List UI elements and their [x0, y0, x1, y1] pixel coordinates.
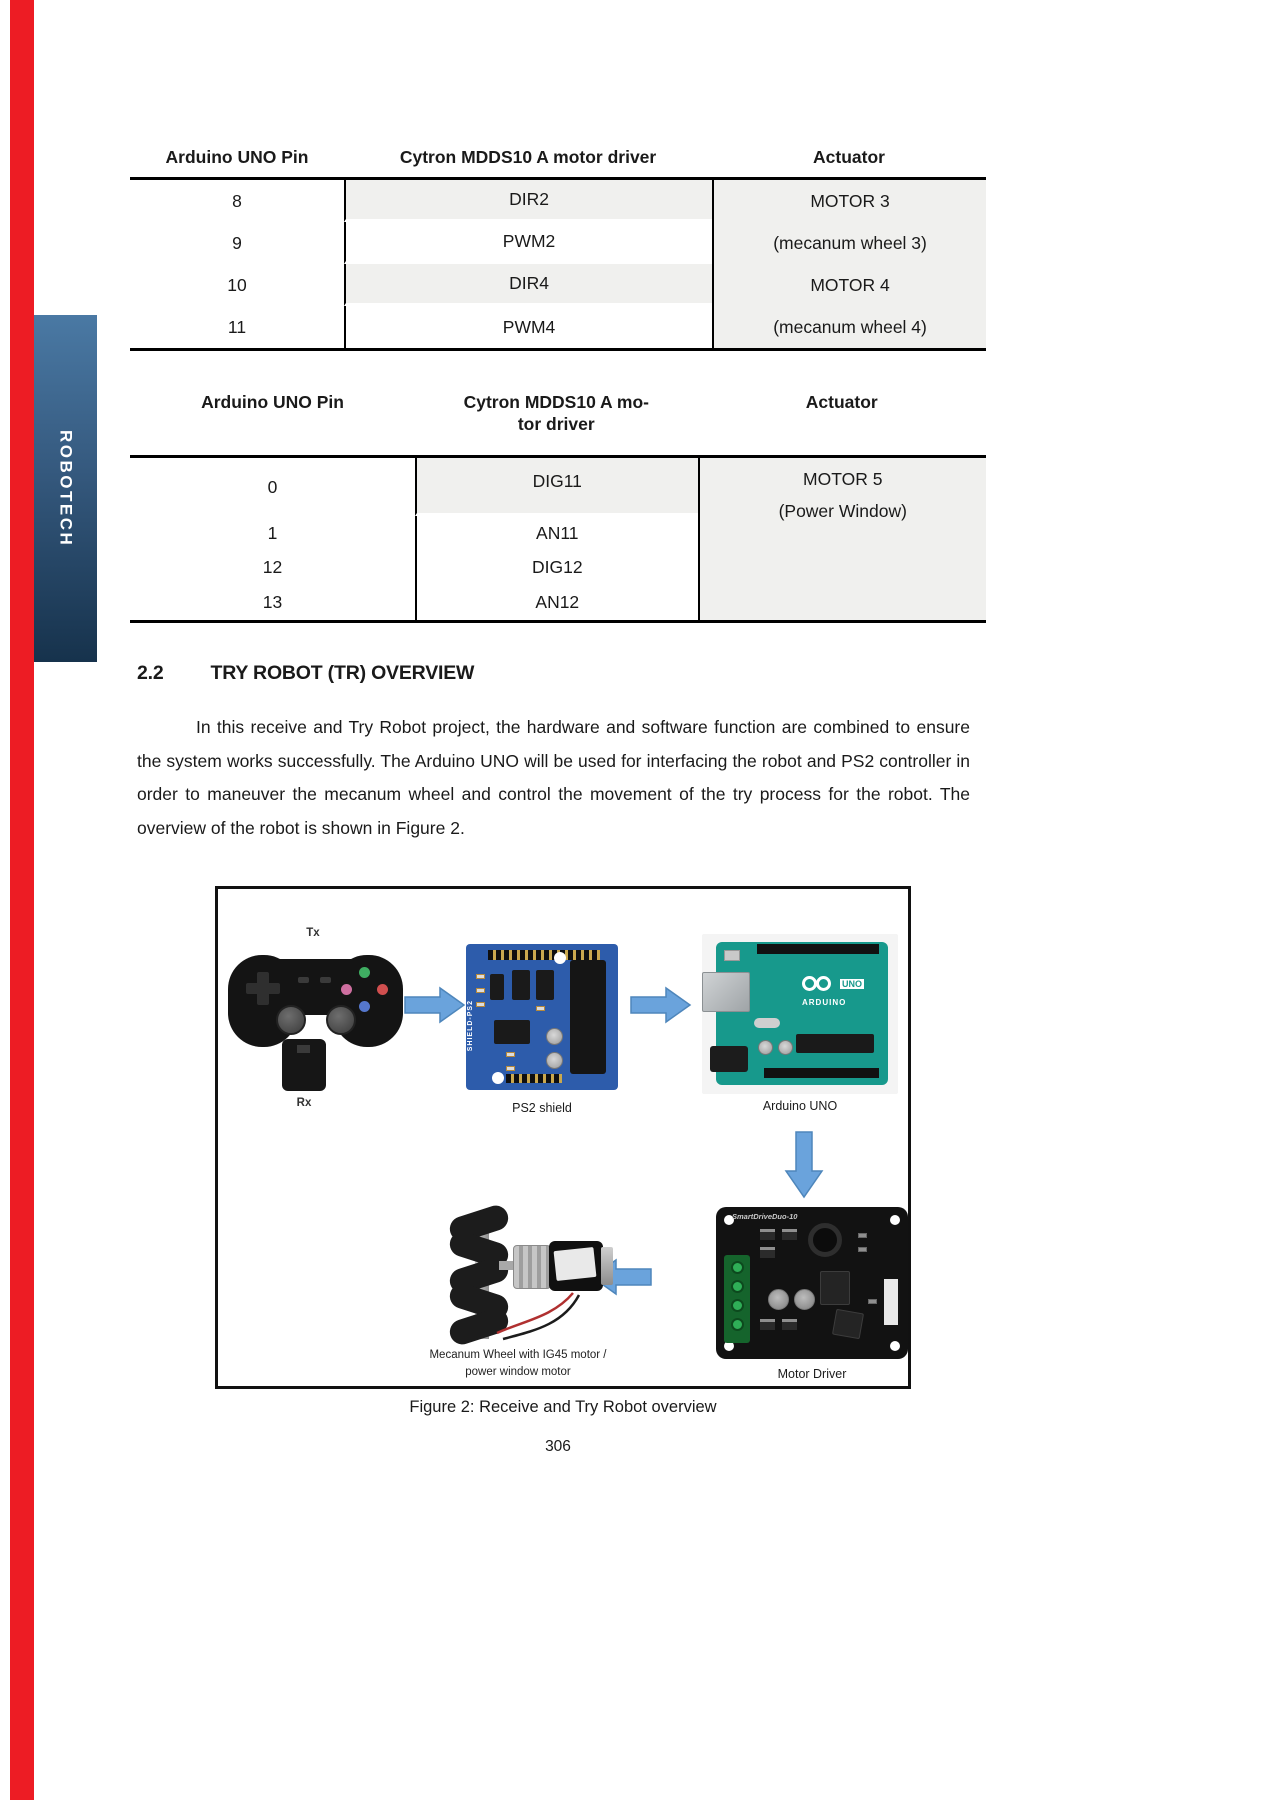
table1-pin-cell: 10 — [130, 264, 344, 306]
shield-connector — [570, 960, 606, 1074]
table2-pin-cell: 12 — [130, 550, 416, 584]
table1-header-pin: Arduino UNO Pin — [165, 147, 309, 167]
arduino-logo-uno-text: UNO — [840, 979, 864, 989]
right-analog-stick — [326, 1005, 356, 1035]
square-button-icon — [341, 984, 352, 995]
arduino-uno-image: UNO ARDUINO — [702, 934, 898, 1094]
ps2-shield-label: PS2 shield — [512, 1101, 572, 1115]
section-heading: 2.2 TRY ROBOT (TR) OVERVIEW — [137, 662, 474, 685]
table2-header-actuator: Actuator — [805, 392, 878, 412]
figure-caption: Figure 2: Receive and Try Robot overview — [409, 1398, 717, 1416]
motor-gearbox — [513, 1245, 551, 1289]
arrow-down-icon — [784, 1131, 824, 1199]
table1-driver-cell: DIR2 — [344, 180, 713, 222]
driver-inductor — [808, 1223, 842, 1257]
left-analog-stick — [276, 1005, 306, 1035]
table2-driver-cell: AN11 — [415, 516, 698, 550]
table1-driver-cell: PWM2 — [344, 222, 713, 264]
arduino-header-pins — [757, 944, 879, 954]
motor-driver-image: SmartDriveDuo-10 — [716, 1207, 908, 1359]
shield-side-text: SHIELD-PS2 — [467, 1000, 474, 1052]
robotech-side-tab: ROBOTECH — [34, 315, 97, 662]
table1-actuator-cell: MOTOR 3 (mecanum wheel 3) MOTOR 4 (mecan… — [712, 180, 986, 348]
arrow-right-icon — [630, 986, 692, 1024]
page-number: 306 — [545, 1438, 571, 1455]
ps2-shield-image: SHIELD-PS2 — [466, 944, 618, 1090]
pin-mapping-table-1: Arduino UNO Pin Cytron MDDS10 A motor dr… — [130, 137, 986, 351]
circle-button-icon — [377, 984, 388, 995]
section-title: TRY ROBOT (TR) OVERVIEW — [210, 662, 475, 684]
table2-driver-cell: DIG11 — [415, 458, 698, 516]
motor-driver-label: Motor Driver — [777, 1367, 847, 1381]
table2-header-pin: Arduino UNO Pin — [201, 392, 344, 412]
table1-pin-cell: 9 — [130, 222, 344, 264]
table1-pin-cell: 11 — [130, 306, 344, 348]
driver-mosfet-chip — [820, 1271, 850, 1305]
driver-header-connector — [884, 1279, 898, 1325]
table2-pin-cell: 0 — [130, 458, 416, 516]
arduino-reset-button — [724, 950, 740, 961]
table1-header-actuator: Actuator — [813, 147, 885, 167]
arduino-logo-brand-text: ARDUINO — [802, 998, 847, 1007]
red-edge-bar — [10, 0, 34, 1800]
table1-header-driver: Cytron MDDS10 A motor driver — [399, 147, 657, 167]
shield-ic-chip — [494, 1020, 530, 1044]
cross-button-icon — [359, 1001, 370, 1012]
table2-pin-cell: 13 — [130, 584, 416, 620]
driver-terminal-block — [724, 1255, 750, 1343]
table1-pin-cell: 8 — [130, 180, 344, 222]
arduino-usb-port — [702, 972, 750, 1012]
triangle-button-icon — [359, 967, 370, 978]
table2-actuator-cell: MOTOR 5 (Power Window) — [697, 458, 986, 620]
arrow-right-icon — [404, 986, 466, 1024]
ps2-controller-image — [228, 947, 403, 1052]
tx-label: Tx — [306, 927, 320, 939]
arduino-power-jack — [710, 1046, 748, 1072]
table2-pin-cell: 1 — [130, 516, 416, 550]
mecanum-wheel-label: Mecanum Wheel with IG45 motor / power wi… — [429, 1349, 607, 1378]
body-paragraph: In this receive and Try Robot project, t… — [137, 717, 970, 838]
arduino-logo-icon — [802, 976, 817, 991]
table2-driver-cell: DIG12 — [415, 550, 698, 584]
table2-header-driver: Cytron MDDS10 A mo- tor driver — [463, 392, 649, 434]
pin-mapping-table-2: Arduino UNO Pin Cytron MDDS10 A mo- tor … — [130, 391, 986, 623]
table2-driver-cell: AN12 — [415, 584, 698, 620]
arduino-crystal — [754, 1018, 780, 1028]
robotech-tab-label: ROBOTECH — [56, 429, 76, 548]
driver-board-title: SmartDriveDuo-10 — [732, 1212, 798, 1221]
arduino-mcu-chip — [796, 1034, 874, 1053]
rx-receiver-image — [282, 1039, 326, 1091]
mecanum-wheel-image — [413, 1202, 615, 1348]
motor-wires — [496, 1292, 581, 1341]
table1-driver-cell: DIR4 — [344, 264, 713, 306]
figure-2-box: Tx Rx SHIELD-PS — [215, 886, 911, 1389]
arduino-uno-label: Arduino UNO — [762, 1099, 838, 1113]
table1-driver-cell: PWM4 — [344, 306, 713, 348]
rx-label: Rx — [296, 1097, 312, 1109]
section-number: 2.2 — [137, 662, 164, 684]
